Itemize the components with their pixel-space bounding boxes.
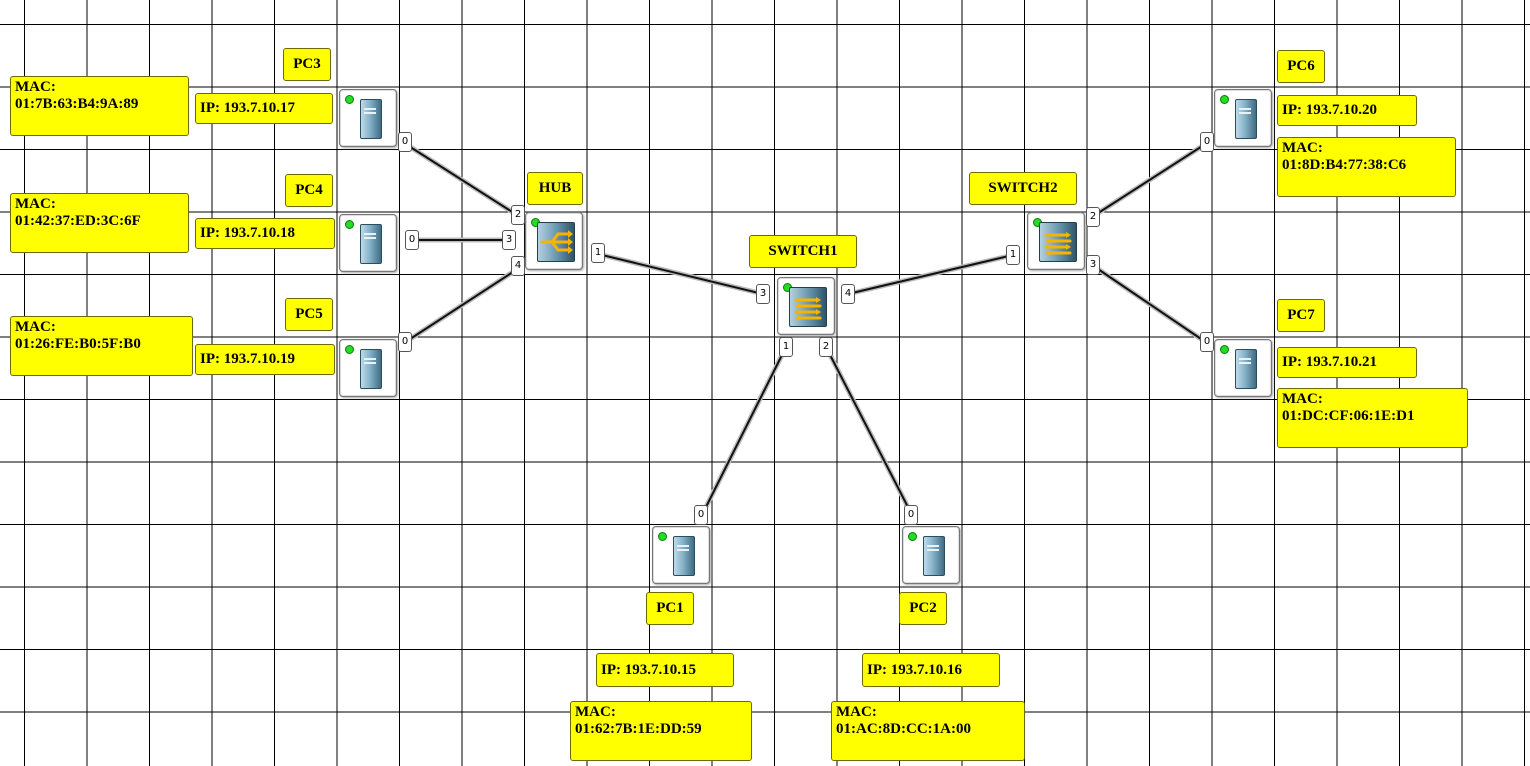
link-switch2-pc7	[1091, 264, 1208, 344]
pc6-name-label: PC6	[1277, 50, 1325, 83]
pc3-port-0[interactable]: 0	[398, 132, 412, 152]
switch2-port-3[interactable]: 3	[1086, 255, 1100, 275]
pc4-mac-value: 01:42:37:ED:3C:6F	[15, 213, 141, 229]
pc3-mac-label: MAC: 01:7B:63:B4:9A:89	[10, 76, 189, 136]
pc5-mac-value: 01:26:FE:B0:5F:B0	[15, 336, 141, 352]
pc2-ip-label: IP: 193.7.10.16	[862, 653, 1000, 687]
pc5-mac-label: MAC: 01:26:FE:B0:5F:B0	[10, 316, 193, 376]
pc3-mac-title: MAC:	[15, 79, 56, 95]
pc4-ip-label: IP: 193.7.10.18	[195, 218, 335, 249]
link-switch1-pc2	[825, 346, 913, 516]
pc5-device[interactable]	[339, 339, 397, 397]
pc3-name-label: PC3	[283, 48, 331, 81]
pc3-device[interactable]	[339, 89, 397, 147]
pc5-ip-label: IP: 193.7.10.19	[195, 344, 335, 375]
pc-tower-icon	[360, 99, 382, 139]
hub-name-label: HUB	[527, 172, 583, 205]
pc5-port-0[interactable]: 0	[398, 332, 412, 352]
switch1-port-3[interactable]: 3	[756, 284, 770, 304]
pc-tower-icon	[1235, 99, 1257, 139]
pc5-mac-title: MAC:	[15, 319, 56, 335]
link-pc5-hub	[403, 267, 520, 344]
pc4-mac-label: MAC: 01:42:37:ED:3C:6F	[10, 193, 189, 253]
hub-port-4[interactable]: 4	[511, 256, 525, 276]
pc6-mac-label: MAC: 01:8D:B4:77:38:C6	[1277, 137, 1456, 197]
pc3-ip-label: IP: 193.7.10.17	[195, 93, 333, 124]
status-led-icon	[1220, 345, 1229, 354]
status-led-icon	[908, 532, 917, 541]
switch-icon	[789, 287, 827, 327]
pc6-mac-title: MAC:	[1282, 140, 1323, 156]
switch2-port-1[interactable]: 1	[1006, 245, 1020, 265]
pc7-ip-label: IP: 193.7.10.21	[1277, 347, 1417, 378]
pc7-mac-title: MAC:	[1282, 391, 1323, 407]
pc-tower-icon	[1235, 349, 1257, 389]
pc5-name-label: PC5	[285, 298, 333, 331]
pc2-port-0[interactable]: 0	[904, 505, 918, 525]
pc4-device[interactable]	[339, 214, 397, 272]
pc7-mac-value: 01:DC:CF:06:1E:D1	[1282, 408, 1415, 424]
pc6-ip-label: IP: 193.7.10.20	[1277, 95, 1417, 126]
pc2-mac-value: 01:AC:8D:CC:1A:00	[836, 721, 971, 737]
hub-port-3[interactable]: 3	[502, 230, 516, 250]
switch-icon	[1039, 222, 1077, 262]
hub-icon	[537, 222, 575, 262]
pc1-mac-value: 01:62:7B:1E:DD:59	[575, 721, 702, 737]
switch2-device[interactable]	[1027, 212, 1085, 270]
pc1-ip-label: IP: 193.7.10.15	[596, 653, 734, 687]
switch1-port-1[interactable]: 1	[779, 337, 793, 357]
switch1-device[interactable]	[777, 277, 835, 335]
switch1-port-2[interactable]: 2	[819, 337, 833, 357]
pc7-name-label: PC7	[1277, 299, 1325, 332]
status-led-icon	[345, 345, 354, 354]
pc1-mac-label: MAC: 01:62:7B:1E:DD:59	[570, 701, 752, 761]
pc-tower-icon	[923, 536, 945, 576]
pc4-mac-title: MAC:	[15, 196, 56, 212]
pc-tower-icon	[360, 224, 382, 264]
pc-tower-icon	[360, 349, 382, 389]
status-led-icon	[345, 95, 354, 104]
status-led-icon	[1220, 95, 1229, 104]
pc6-mac-value: 01:8D:B4:77:38:C6	[1282, 157, 1407, 173]
link-pc3-hub-core	[403, 142, 518, 216]
pc1-device[interactable]	[652, 526, 710, 584]
status-led-icon	[345, 220, 354, 229]
hub-device[interactable]	[525, 212, 583, 270]
switch1-name-label: SWITCH1	[749, 235, 857, 268]
switch2-name-label: SWITCH2	[969, 172, 1077, 205]
pc1-mac-title: MAC:	[575, 704, 616, 720]
pc4-name-label: PC4	[285, 174, 333, 207]
link-switch2-pc6	[1091, 142, 1208, 218]
status-led-icon	[658, 532, 667, 541]
pc6-device[interactable]	[1214, 89, 1272, 147]
pc1-name-label: PC1	[646, 592, 694, 625]
pc1-port-0[interactable]: 0	[694, 505, 708, 525]
pc4-port-0[interactable]: 0	[405, 230, 419, 250]
pc7-device[interactable]	[1214, 339, 1272, 397]
pc3-mac-value: 01:7B:63:B4:9A:89	[15, 96, 139, 112]
switch2-port-2[interactable]: 2	[1086, 207, 1100, 227]
pc2-device[interactable]	[902, 526, 960, 584]
link-switch1-switch2	[847, 254, 1014, 295]
pc6-port-0[interactable]: 0	[1200, 132, 1214, 152]
hub-port-2[interactable]: 2	[511, 205, 525, 225]
pc2-mac-label: MAC: 01:AC:8D:CC:1A:00	[831, 701, 1025, 761]
pc7-mac-label: MAC: 01:DC:CF:06:1E:D1	[1277, 388, 1468, 448]
link-hub-switch1	[597, 253, 764, 295]
link-switch1-pc1	[701, 346, 787, 516]
switch1-port-4[interactable]: 4	[841, 284, 855, 304]
hub-port-1[interactable]: 1	[591, 243, 605, 263]
pc7-port-0[interactable]: 0	[1200, 332, 1214, 352]
pc2-name-label: PC2	[899, 592, 947, 625]
pc2-mac-title: MAC:	[836, 704, 877, 720]
pc-tower-icon	[673, 536, 695, 576]
